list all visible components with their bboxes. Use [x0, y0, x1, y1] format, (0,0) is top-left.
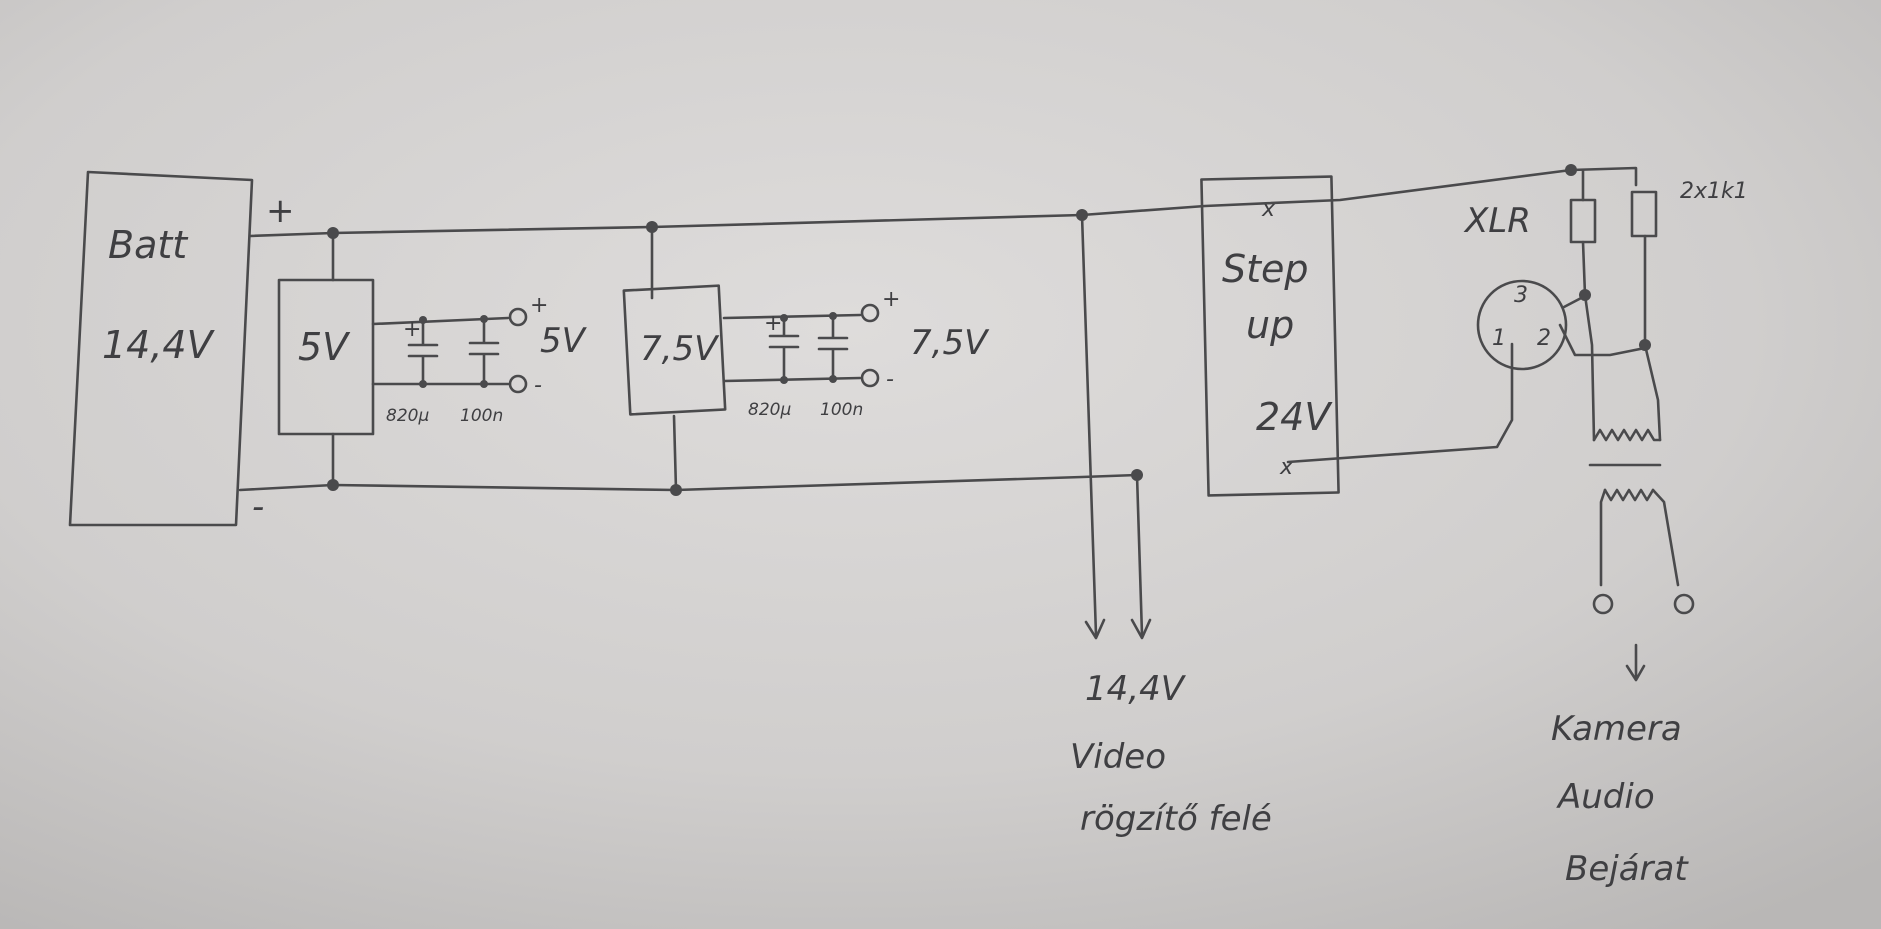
stepup-voltage-label: 24V: [1256, 395, 1333, 439]
regulator-7v5-label: 7,5V: [640, 329, 720, 369]
audio-label-line1: Kamera: [1551, 709, 1682, 749]
xlr-pin2-wire: [1558, 323, 1647, 357]
battery-outline: [68, 170, 254, 527]
capacitor-100n-5v: [468, 317, 500, 386]
regulator-7v5-out-plus: [722, 313, 862, 320]
cap-820u-7v5-label: 820µ: [748, 400, 791, 420]
regulator-5v-box: [277, 278, 375, 436]
xlr-network: 3 1 2 XLR 2x1k1 Kamera Audio Bejárat: [1463, 166, 1748, 889]
terminal-5v-minus-sign: -: [534, 373, 542, 398]
battery: Batt 14,4V + -: [68, 170, 295, 527]
r2-to-pin2-wire: [1643, 234, 1662, 442]
stepup-ground-mark: x: [1279, 455, 1294, 480]
regulator-5v: 5V + + - 5V 820µ 100n: [277, 231, 588, 487]
transformer-secondary-leads: [1599, 488, 1680, 587]
regulator-7v5-out-minus: [722, 376, 862, 383]
battery-plus-sign: +: [266, 191, 295, 231]
xlr-pin1: 1: [1492, 326, 1506, 351]
terminal-7v5-plus-sign: +: [882, 287, 900, 312]
xlr-label: XLR: [1463, 201, 1531, 241]
r1-to-pin3-wire: [1581, 240, 1596, 442]
stepup-box: [1200, 175, 1340, 497]
audio-label-line3: Bejárat: [1565, 849, 1689, 889]
video-label-line1: Video: [1070, 737, 1166, 777]
stepup-label-line2: up: [1246, 303, 1294, 347]
stepup-input-mark: x: [1261, 197, 1276, 222]
capacitor-100n-7v5: [817, 314, 849, 381]
transformer-secondary: [1603, 488, 1655, 502]
terminal-5v-minus: [508, 374, 528, 394]
battery-minus-sign: -: [252, 487, 264, 527]
cap-polarity-7v5: +: [764, 311, 782, 336]
regulator-5v-label: 5V: [298, 325, 351, 369]
terminal-7v5-minus: [860, 368, 880, 388]
stepup-label-line1: Step: [1222, 247, 1309, 291]
video-output: 14,4V Video rögzítő felé: [1070, 213, 1272, 839]
video-tap-minus: [1135, 473, 1144, 637]
terminal-7v5-minus-sign: -: [886, 367, 894, 392]
cap-polarity-5v: +: [403, 317, 421, 342]
audio-output-arrow: [1625, 643, 1646, 682]
transformer-primary: [1592, 428, 1662, 442]
terminal-5v-plus: [508, 307, 528, 327]
regulator-7v5-box: [622, 284, 727, 416]
cap-100n-7v5-label: 100n: [820, 400, 863, 420]
output-7v5-label: 7,5V: [910, 323, 990, 363]
capacitor-820u-5v: [407, 318, 439, 386]
audio-label-line2: Audio: [1556, 777, 1655, 817]
regulator-7v5: 7,5V + + - 7,5V 820µ 100n: [622, 225, 990, 492]
capacitor-820u-7v5: [768, 316, 800, 382]
xlr-pin2: 2: [1537, 326, 1551, 351]
stepup-converter: Step up 24V x x: [1200, 175, 1514, 497]
cap-100n-5v-label: 100n: [460, 406, 503, 426]
video-arrow-plus: [1084, 618, 1106, 640]
xlr-connector: [1476, 279, 1568, 371]
output-5v-label: 5V: [540, 321, 588, 361]
video-tap-plus: [1080, 213, 1098, 637]
cap-820u-5v-label: 820µ: [386, 406, 429, 426]
battery-voltage: 14,4V: [102, 323, 216, 367]
audio-terminal-right: [1673, 593, 1695, 615]
stepup-to-xlr-pin1: [1286, 342, 1514, 464]
video-arrow-minus: [1130, 618, 1152, 640]
resistor-value-label: 2x1k1: [1680, 179, 1748, 204]
terminal-5v-plus-sign: +: [530, 293, 548, 318]
battery-name: Batt: [108, 223, 189, 267]
video-voltage-label: 14,4V: [1085, 669, 1187, 709]
junction-dots: [327, 164, 1651, 496]
audio-terminal-left: [1592, 593, 1614, 615]
resistor-supply-wire: [1569, 166, 1638, 187]
xlr-pin3: 3: [1514, 283, 1528, 308]
video-label-line2: rögzítő felé: [1080, 799, 1272, 839]
terminal-7v5-plus: [860, 303, 880, 323]
